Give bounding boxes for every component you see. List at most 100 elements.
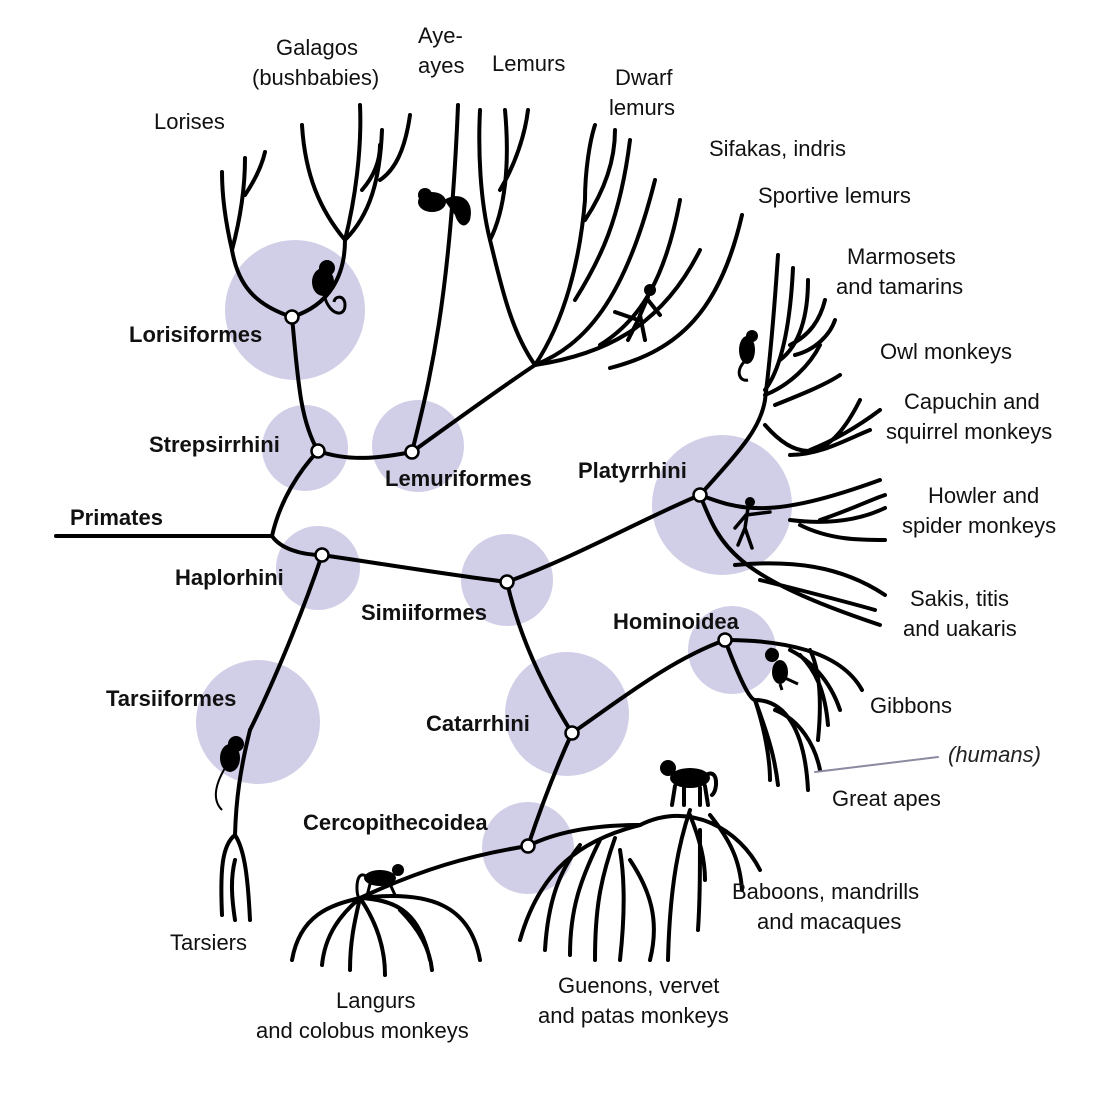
colobus-silhouette-icon (355, 864, 404, 898)
label-marmosets-line2: and tamarins (836, 274, 963, 299)
loris-silhouette-icon (312, 260, 347, 315)
label-haplorhini: Haplorhini (175, 565, 284, 590)
label-langurs-line2: and colobus monkeys (256, 1018, 469, 1043)
branch-to-lemuriformes (316, 449, 414, 460)
branch-to-lorisiformes (290, 315, 320, 453)
label-baboons-line1: Baboons, mandrills (732, 879, 919, 904)
branch-to-simiiformes (320, 553, 509, 584)
label-dwarf-line2: lemurs (609, 95, 675, 120)
node-lemuriformes (404, 444, 420, 460)
branch-marmosets (763, 266, 837, 392)
node-hominoidea (717, 632, 733, 648)
branch-to-colobines (358, 844, 530, 900)
clade-halos (196, 240, 792, 894)
label-humans: (humans) (948, 742, 1041, 767)
branch-to-hominoidea (570, 638, 727, 735)
label-sakis-line2: and uakaris (903, 616, 1017, 641)
branch-dwarf-lemurs (533, 123, 632, 367)
branch-tarsier-stem (233, 728, 252, 837)
branch-to-cercopithecines (526, 823, 642, 848)
ayeaye-silhouette-icon (418, 188, 471, 226)
label-sakis-line1: Sakis, titis (910, 586, 1009, 611)
branch-to-cercopithecoidea (526, 731, 574, 848)
animal-silhouettes (214, 188, 799, 898)
node-simiiformes (499, 574, 515, 590)
halo-strepsirrhini (262, 405, 348, 491)
label-galagos-line1: Galagos (276, 35, 358, 60)
label-dwarf-line1: Dwarf (615, 65, 673, 90)
tarsier-silhouette-icon (214, 736, 244, 811)
branch-sakis (698, 493, 887, 627)
branch-to-strepsirrhini (270, 449, 320, 538)
branch-sifakas (533, 178, 682, 367)
halo-platyrrhini (652, 435, 792, 575)
label-howler-line1: Howler and (928, 483, 1039, 508)
node-lorisiformes (284, 309, 300, 325)
clade-nodes (284, 309, 733, 854)
baboon-silhouette-icon (660, 760, 719, 807)
leaf-labels: Lorises Galagos (bushbabies) Aye- ayes L… (154, 23, 1056, 1043)
halo-hominoidea (688, 606, 776, 694)
branch-tarsier-tips (219, 833, 252, 922)
tree-branches (54, 103, 939, 977)
label-galagos-line2: (bushbabies) (252, 65, 379, 90)
label-lorises: Lorises (154, 109, 225, 134)
branch-humans-pointer (814, 756, 939, 773)
branch-ayeayes (410, 103, 460, 454)
branch-to-tarsiiformes (248, 553, 324, 732)
marmoset-silhouette-icon (737, 330, 758, 382)
node-strepsirrhini (310, 443, 326, 459)
node-platyrrhini (692, 487, 708, 503)
branch-platyrrhini-up (698, 253, 780, 497)
label-owl: Owl monkeys (880, 339, 1012, 364)
label-simiiformes: Simiiformes (361, 600, 487, 625)
label-sifakas: Sifakas, indris (709, 136, 846, 161)
node-catarrhini (564, 725, 580, 741)
branch-lemurs (477, 108, 537, 367)
branch-owl (763, 343, 842, 407)
clade-labels: Primates Lorisiformes Strepsirrhini Lemu… (70, 322, 740, 835)
halo-catarrhini (505, 652, 629, 776)
halo-tarsiiformes (196, 660, 320, 784)
node-cercopithecoidea (520, 838, 536, 854)
branch-galagos-tips (300, 103, 412, 242)
branch-to-platyrrhini (505, 493, 702, 584)
branch-lorises-tips (220, 150, 267, 252)
branch-howler (698, 478, 887, 542)
label-howler-line2: spider monkeys (902, 513, 1056, 538)
label-capuchin-line1: Capuchin and (904, 389, 1040, 414)
gibbon-silhouette-icon (765, 647, 799, 691)
label-guenons-line2: and patas monkeys (538, 1003, 729, 1028)
label-ayeayes-line2: ayes (418, 53, 464, 78)
label-capuchin-line2: squirrel monkeys (886, 419, 1052, 444)
node-haplorhini (314, 547, 330, 563)
branch-to-catarrhini (505, 580, 574, 735)
label-lorisiformes: Lorisiformes (129, 322, 262, 347)
spider-monkey-silhouette-icon (733, 497, 772, 550)
label-primates: Primates (70, 505, 163, 530)
branch-gibbons (723, 638, 864, 742)
sifaka-silhouette-icon (613, 284, 662, 342)
branch-guenons (518, 823, 656, 962)
label-great-apes: Great apes (832, 786, 941, 811)
branch-langurs (290, 894, 482, 977)
label-lemurs: Lemurs (492, 51, 565, 76)
branch-lemur-clade-stem (410, 363, 537, 454)
branch-baboons (638, 808, 762, 962)
label-strepsirrhini: Strepsirrhini (149, 432, 280, 457)
label-catarrhini: Catarrhini (426, 711, 530, 736)
branch-lorises-stem (230, 248, 294, 319)
label-lemuriformes: Lemuriformes (385, 466, 532, 491)
label-ayeayes-line1: Aye- (418, 23, 463, 48)
label-hominoidea: Hominoidea (613, 609, 740, 634)
branch-capuchin (763, 398, 882, 457)
label-gibbons: Gibbons (870, 693, 952, 718)
label-baboons-line2: and macaques (757, 909, 901, 934)
label-guenons-line1: Guenons, vervet (558, 973, 719, 998)
label-sportive: Sportive lemurs (758, 183, 911, 208)
label-cercopithecoidea: Cercopithecoidea (303, 810, 488, 835)
branch-great-apes (723, 638, 822, 792)
branch-sportive (533, 213, 744, 370)
label-marmosets-line1: Marmosets (847, 244, 956, 269)
